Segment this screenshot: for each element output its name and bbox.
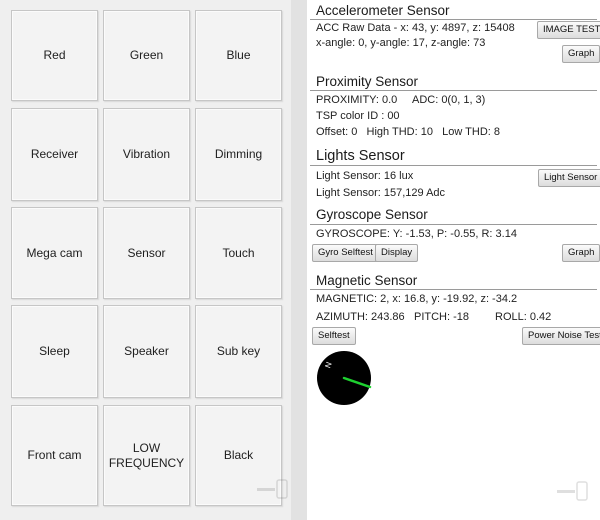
- gyroscope-title: Gyroscope Sensor: [316, 207, 428, 222]
- test-button-green[interactable]: Green: [103, 10, 190, 101]
- section-divider: [310, 224, 597, 225]
- test-button-blue[interactable]: Blue: [195, 10, 282, 101]
- test-button-low-frequency[interactable]: LOW FREQUENCY: [103, 405, 190, 506]
- test-button-receiver[interactable]: Receiver: [11, 108, 98, 201]
- pitch-value: PITCH: -18: [414, 311, 470, 323]
- gyroscope-values: GYROSCOPE: Y: -1.53, P: -0.55, R: 3.14: [316, 228, 517, 240]
- gyro-display-button[interactable]: Display: [375, 244, 419, 262]
- compass-needle: [342, 376, 372, 389]
- test-button-front-cam[interactable]: Front cam: [11, 405, 98, 506]
- section-divider: [310, 165, 597, 166]
- sensor-panel: Accelerometer Sensor ACC Raw Data - x: 4…: [307, 0, 600, 520]
- test-button-dimming[interactable]: Dimming: [195, 108, 282, 201]
- acc-raw-data: ACC Raw Data - x: 43, y: 4897, z: 15408: [316, 22, 515, 34]
- magnetic-values: MAGNETIC: 2, x: 16.8, y: -19.92, z: -34.…: [316, 293, 518, 305]
- lights-title: Lights Sensor: [316, 148, 405, 164]
- acc-angles: x-angle: 0, y-angle: 17, z-angle: 73: [316, 37, 486, 49]
- proximity-thresholds: Offset: 0 High THD: 10 Low THD: 8: [316, 126, 501, 138]
- test-button-touch[interactable]: Touch: [195, 207, 282, 299]
- watermark-logo: [257, 479, 288, 499]
- pane-divider: [291, 0, 307, 520]
- azimuth-value: AZIMUTH: 243.86: [316, 311, 405, 323]
- magnetic-title: Magnetic Sensor: [316, 273, 418, 288]
- mag-selftest-button[interactable]: Selftest: [312, 327, 356, 345]
- light-adc: Light Sensor: 157,129 Adc: [316, 187, 446, 199]
- watermark-logo: [557, 481, 588, 501]
- test-button-speaker[interactable]: Speaker: [103, 305, 190, 398]
- proximity-values: PROXIMITY: 0.0 ADC: 0(0, 1, 3): [316, 94, 486, 106]
- compass-north-mark: N: [323, 361, 334, 370]
- gyro-graph-button[interactable]: Graph: [562, 244, 600, 262]
- image-test-button[interactable]: IMAGE TEST: [537, 21, 600, 39]
- tsp-color-id: TSP color ID : 00: [316, 110, 400, 122]
- compass-dial: N: [317, 351, 372, 405]
- test-button-black[interactable]: Black: [195, 405, 282, 506]
- test-button-sensor[interactable]: Sensor: [103, 207, 190, 299]
- light-sensor-button[interactable]: Light Sensor: [538, 169, 600, 187]
- test-button-sleep[interactable]: Sleep: [11, 305, 98, 398]
- test-button-vibration[interactable]: Vibration: [103, 108, 190, 201]
- roll-value: ROLL: 0.42: [495, 311, 552, 323]
- proximity-title: Proximity Sensor: [316, 74, 419, 89]
- test-button-mega-cam[interactable]: Mega cam: [11, 207, 98, 299]
- section-divider: [310, 289, 597, 290]
- accelerometer-title: Accelerometer Sensor: [316, 3, 450, 18]
- section-divider: [310, 90, 597, 91]
- test-menu-grid: Red Green Blue Receiver Vibration Dimmin…: [0, 0, 291, 520]
- test-button-red[interactable]: Red: [11, 10, 98, 101]
- test-button-sub-key[interactable]: Sub key: [195, 305, 282, 398]
- section-divider: [310, 19, 597, 20]
- power-noise-test-button[interactable]: Power Noise Test: [522, 327, 600, 345]
- gyro-selftest-button[interactable]: Gyro Selftest: [312, 244, 379, 262]
- light-lux: Light Sensor: 16 lux: [316, 170, 414, 182]
- acc-graph-button[interactable]: Graph: [562, 45, 600, 63]
